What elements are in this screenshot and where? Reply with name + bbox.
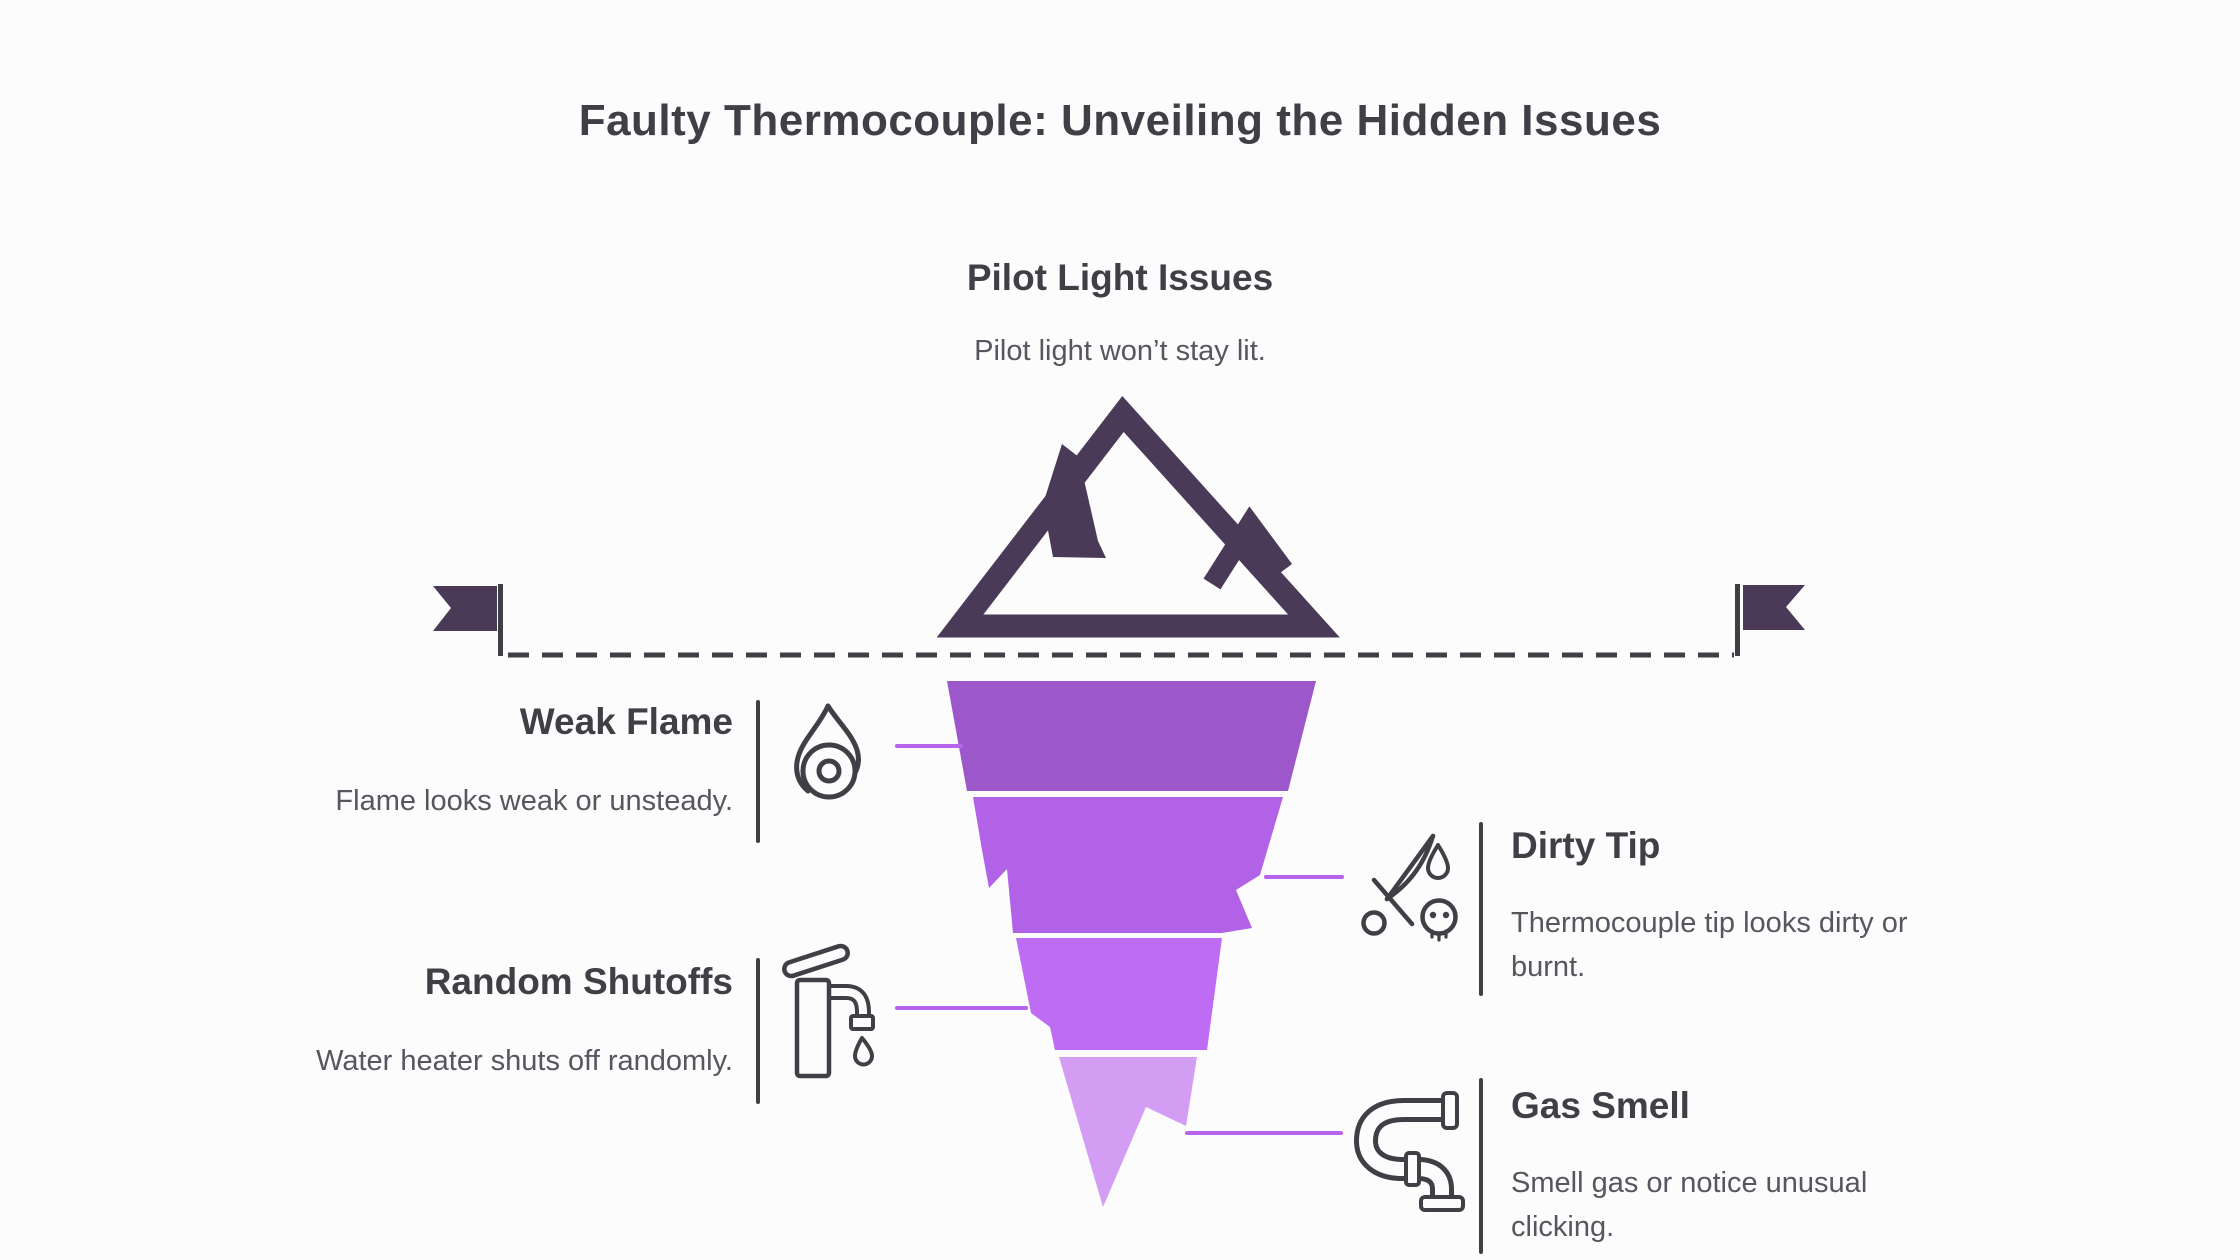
section-description: Flame looks weak or unsteady.	[335, 785, 733, 818]
section-dirty-tip: Dirty Tip Thermocouple tip looks dirty o…	[1511, 824, 1951, 989]
dagger-skull-icon	[1361, 833, 1458, 942]
connector-random-shutoffs	[895, 1006, 1028, 1010]
section-heading: Random Shutoffs	[424, 961, 733, 1002]
iceberg-segment-3	[1016, 938, 1222, 1050]
divider-random-shutoffs	[756, 958, 760, 1104]
iceberg-segment-4	[1059, 1057, 1197, 1207]
divider-gas-smell	[1479, 1078, 1483, 1254]
section-description: Smell gas or notice unusual clicking.	[1511, 1167, 1868, 1243]
section-weak-flame: Weak Flame Flame looks weak or unsteady.	[173, 700, 733, 824]
connector-dirty-tip	[1264, 875, 1344, 879]
iceberg-body	[947, 681, 1316, 1207]
right-flag-icon	[1735, 584, 1805, 656]
faucet-drip-icon	[782, 943, 875, 1079]
flame-burner-icon	[794, 703, 861, 800]
left-flag-icon	[433, 584, 503, 656]
section-description: Water heater shuts off randomly.	[316, 1045, 733, 1078]
connector-weak-flame	[895, 744, 963, 748]
section-description: Thermocouple tip looks dirty or burnt.	[1511, 907, 1908, 983]
section-gas-smell: Gas Smell Smell gas or notice unusual cl…	[1511, 1084, 1951, 1249]
mountain-icon	[936, 396, 1340, 638]
iceberg-segment-1	[947, 681, 1316, 791]
divider-weak-flame	[756, 700, 760, 843]
section-heading: Dirty Tip	[1511, 825, 1661, 866]
section-heading: Weak Flame	[519, 701, 733, 742]
section-random-shutoffs: Random Shutoffs Water heater shuts off r…	[173, 960, 733, 1084]
divider-dirty-tip	[1479, 822, 1483, 996]
connector-gas-smell	[1185, 1131, 1343, 1135]
surface-heading: Pilot Light Issues	[966, 257, 1274, 298]
page-title: Faulty Thermocouple: Unveiling the Hidde…	[578, 96, 1662, 145]
section-heading: Gas Smell	[1511, 1085, 1690, 1126]
iceberg-segment-2	[973, 797, 1283, 933]
gas-pipe-icon	[1353, 1091, 1465, 1212]
surface-description: Pilot light won’t stay lit.	[974, 335, 1266, 367]
